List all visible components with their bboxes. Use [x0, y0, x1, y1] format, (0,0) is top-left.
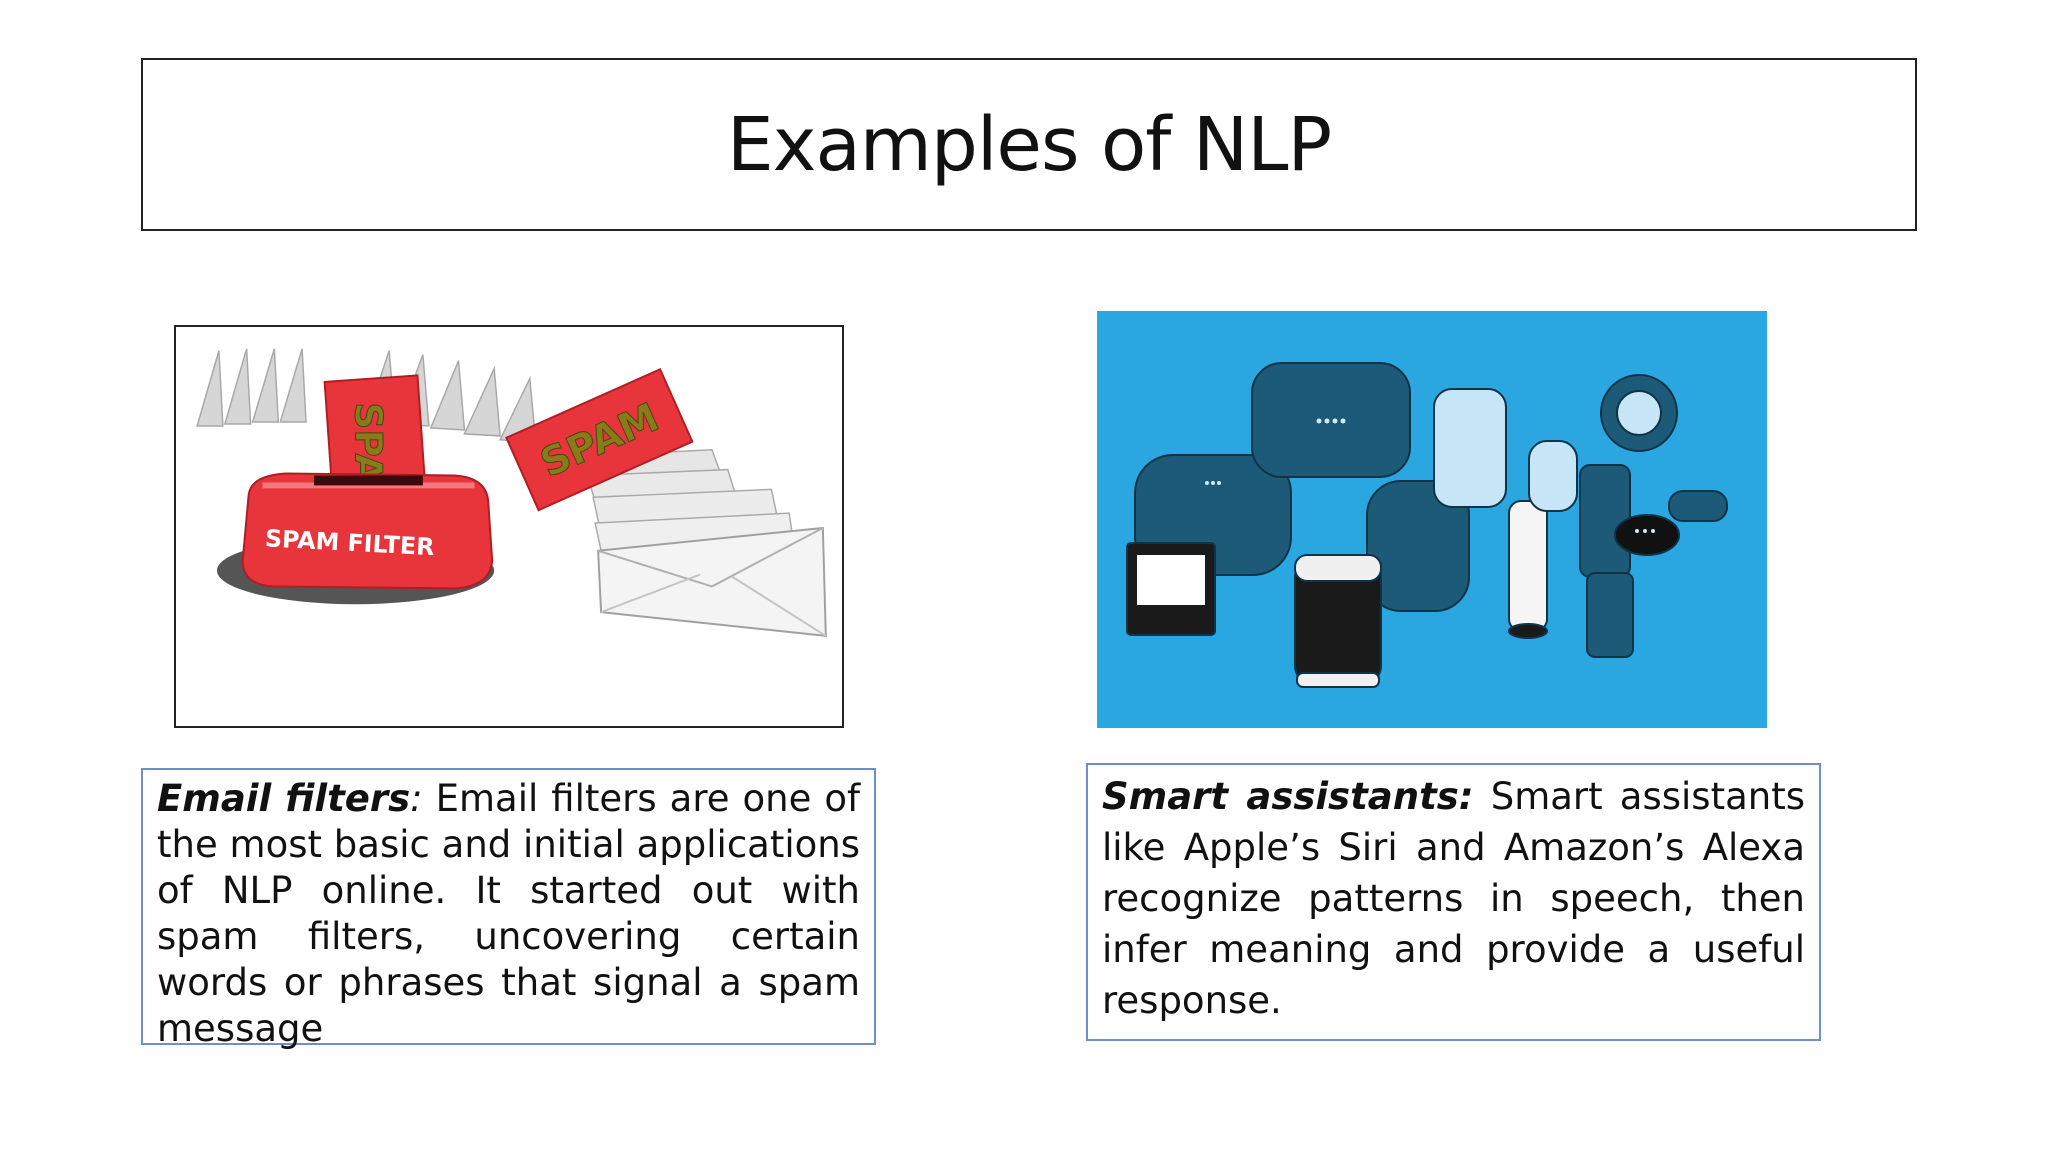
smart-assistants-caption: Smart assistants: Smart assistants like …: [1086, 763, 1821, 1041]
slide-title: Examples of NLP: [726, 101, 1332, 188]
email-filters-lead: Email filters: [157, 777, 411, 820]
smart-speakers-icon: [1097, 311, 1767, 728]
title-box: Examples of NLP: [141, 58, 1917, 231]
email-filters-separator: :: [410, 777, 423, 820]
spam-filter-image: SPAM SPA SPAM FILTER: [174, 325, 844, 728]
smart-assistants-lead: Smart assistants:: [1102, 775, 1474, 818]
email-filters-caption: Email filters: Email filters are one of …: [141, 768, 876, 1050]
email-filters-body: Email filters are one of the most basic …: [157, 777, 861, 1050]
smart-speakers-image: [1097, 311, 1767, 728]
spam-filter-icon: SPAM SPA SPAM FILTER: [196, 348, 827, 638]
smart-assistants-body: Smart assistants like Apple’s Siri and A…: [1102, 775, 1805, 1022]
spam-card-text-1: SPA: [347, 402, 391, 482]
